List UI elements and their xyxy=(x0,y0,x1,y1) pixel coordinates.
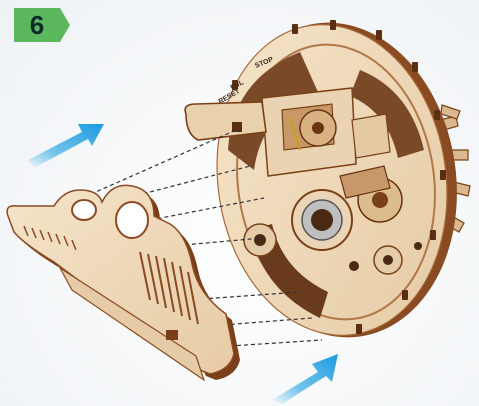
direction-arrow-upper xyxy=(28,124,104,168)
bearing-ring xyxy=(292,190,352,250)
direction-arrow-lower xyxy=(272,354,338,404)
wheel-assembly: STOP FUL RESET xyxy=(185,7,477,353)
wooden-base-stand xyxy=(7,185,240,380)
